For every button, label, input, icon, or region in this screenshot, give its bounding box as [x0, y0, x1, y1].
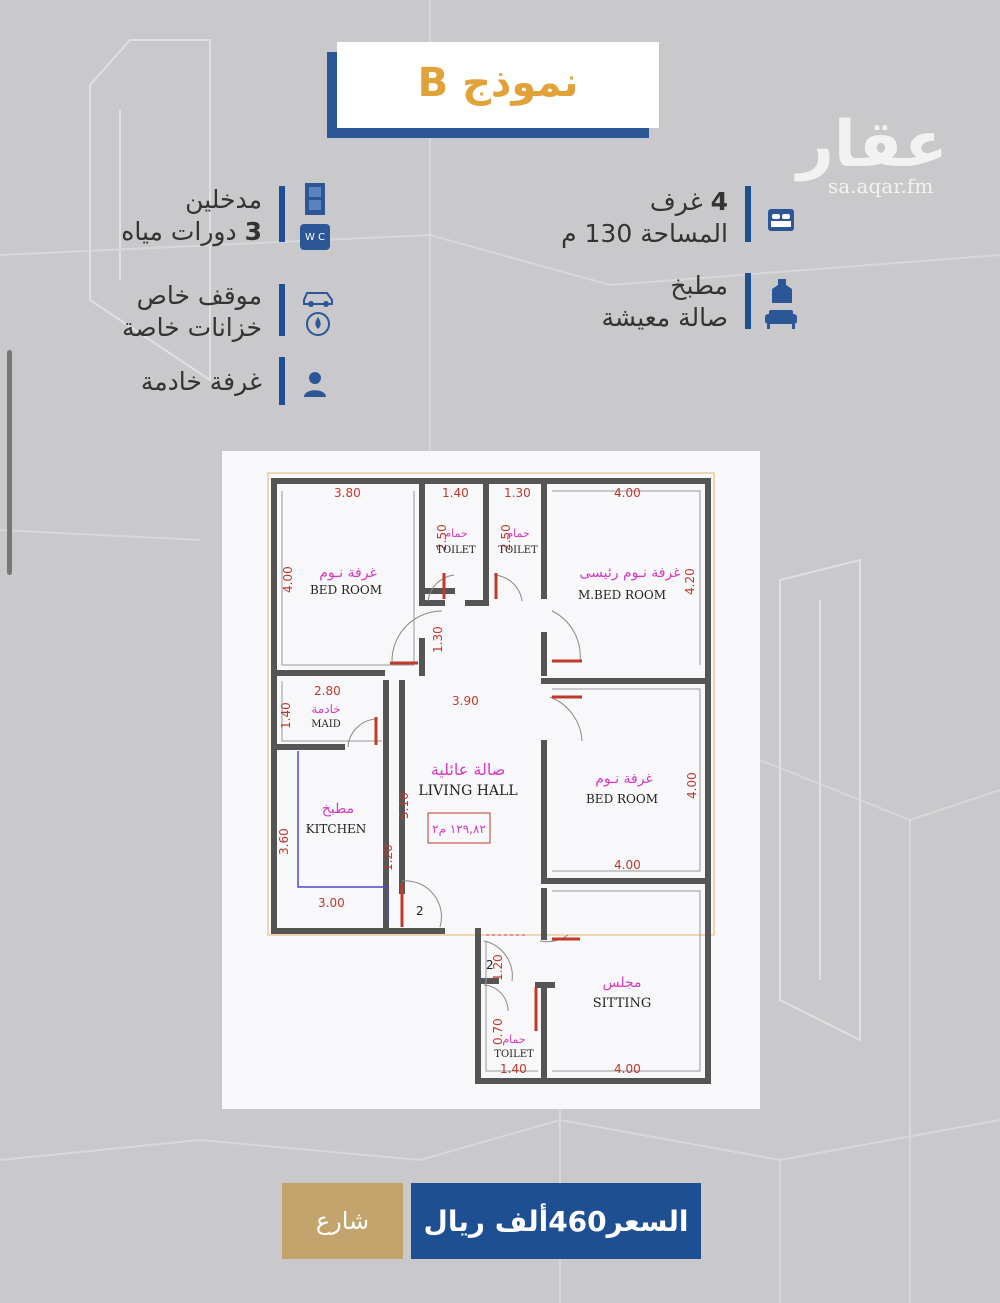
- price-prefix: السعر: [606, 1204, 689, 1238]
- dim-label: 3.60: [277, 828, 291, 855]
- dim-label: 4.20: [683, 568, 697, 595]
- room-toilet3-en: TOILET: [494, 1049, 534, 1060]
- room-mbed-ar: غرفة نـوم رئيسى: [579, 565, 680, 581]
- room-kitchen-en: KITCHEN: [306, 822, 367, 836]
- room-maid-en: MAID: [311, 719, 340, 730]
- dim-label: 4.00: [614, 1062, 641, 1076]
- car-icon: [303, 292, 333, 307]
- dim-label: 3.00: [318, 896, 345, 910]
- wc-icon: W C: [300, 224, 330, 250]
- dim-label: 2: [416, 904, 424, 918]
- street-button[interactable]: شارع: [282, 1183, 403, 1259]
- floor-plan: 3.80 1.40 1.30 4.00 2.50 2.50 4.00 4.20 …: [222, 451, 760, 1109]
- room-toilet2-en: TOILET: [498, 545, 538, 556]
- room-sitting-ar: مجلس: [602, 975, 641, 991]
- aqar-logo: عقار: [797, 108, 948, 182]
- floor-plan-drawing: 3.80 1.40 1.30 4.00 2.50 2.50 4.00 4.20 …: [267, 472, 715, 1084]
- dim-label: 1.30: [431, 626, 445, 653]
- wc-label: دورات مياه: [121, 217, 245, 246]
- dim-label: 4.00: [614, 486, 641, 500]
- rooms-label: غرف: [649, 187, 711, 216]
- dim-label: 1.20: [491, 954, 505, 981]
- dim-label: 4.00: [614, 858, 641, 872]
- dim-label: 1.40: [500, 1062, 527, 1076]
- dim-label: 5.10: [397, 792, 411, 819]
- dim-label: 1.40: [442, 486, 469, 500]
- dim-label: 3.90: [452, 694, 479, 708]
- room-bed1-en: BED ROOM: [310, 583, 382, 597]
- room-living-ar: صالة عائلية: [431, 760, 506, 779]
- aqar-url: sa.aqar.fm: [828, 174, 934, 198]
- apron-icon: [772, 279, 792, 303]
- dim-label: 1.20: [381, 844, 395, 871]
- model-title-card: نموذج B: [337, 42, 659, 128]
- room-bed2-en: BED ROOM: [586, 792, 658, 806]
- room-toilet1-en: TOILET: [436, 545, 476, 556]
- room-living-en: LIVING HALL: [418, 783, 517, 799]
- dim-label: 2.50: [435, 524, 449, 551]
- feature-parking-tanks: موقف خاص خزانات خاصة: [122, 280, 262, 344]
- living-area-box: [427, 812, 491, 844]
- room-sitting-en: SITTING: [593, 996, 652, 1011]
- feature-bar: [279, 284, 285, 336]
- dim-label: 1.30: [504, 486, 531, 500]
- dim-label: 4.00: [685, 772, 699, 799]
- room-mbed-en: M.BED ROOM: [578, 588, 666, 602]
- page-title: نموذج B: [417, 60, 579, 106]
- dim-label: 2.80: [314, 684, 341, 698]
- price-value: 460: [548, 1204, 607, 1238]
- kitchen-label: مطبخ: [670, 271, 728, 300]
- dim-label: 3.80: [334, 486, 361, 500]
- living-label: صالة معيشة: [601, 303, 728, 332]
- dim-label: 2: [486, 958, 494, 972]
- price-button[interactable]: السعر 460 ألف ريال: [411, 1183, 701, 1259]
- bed-icon: [768, 209, 794, 231]
- entrances-label: مدخلين: [185, 185, 262, 214]
- feature-kitchen-living: مطبخ صالة معيشة: [601, 270, 728, 334]
- wc-count: 3: [244, 217, 262, 246]
- scrollbar[interactable]: [7, 350, 12, 575]
- area-label: المساحة 130 م: [561, 219, 728, 248]
- feature-bar: [279, 186, 285, 242]
- room-kitchen-ar: مطبخ: [322, 801, 354, 817]
- feature-bar: [745, 273, 751, 329]
- price-suffix: ألف ريال: [423, 1204, 549, 1238]
- dim-label: 1.40: [279, 702, 293, 729]
- dim-label: 4.00: [281, 566, 295, 593]
- room-toilet1-ar: حمام: [444, 527, 467, 540]
- water-tank-icon: [306, 312, 330, 336]
- feature-bar: [745, 186, 751, 242]
- rooms-count: 4: [710, 187, 728, 216]
- feature-bar: [279, 357, 285, 405]
- room-bed1-ar: غرفة نـوم: [319, 565, 377, 581]
- dim-label: 2.50: [499, 524, 513, 551]
- person-icon: [304, 372, 326, 397]
- feature-entrances-wc: مدخلين 3 دورات مياه: [121, 184, 262, 248]
- maid-room-label: غرفة خادمة: [140, 367, 262, 396]
- room-toilet3-ar: حمام: [502, 1033, 525, 1046]
- room-bed2-ar: غرفة نـوم: [595, 771, 653, 787]
- feature-maid-room: غرفة خادمة: [141, 366, 262, 398]
- dim-label: 0.70: [491, 1018, 505, 1045]
- room-living-area: ١٢٩,٨٢ م٢: [432, 822, 486, 836]
- room-toilet2-ar: حمام: [506, 527, 529, 540]
- door-icon: [305, 183, 325, 215]
- tanks-label: خزانات خاصة: [122, 313, 262, 342]
- sofa-icon: [765, 310, 797, 329]
- parking-label: موقف خاص: [136, 281, 262, 310]
- room-maid-ar: خادمة: [311, 702, 340, 716]
- feature-rooms: 4 غرف المساحة 130 م: [561, 186, 728, 250]
